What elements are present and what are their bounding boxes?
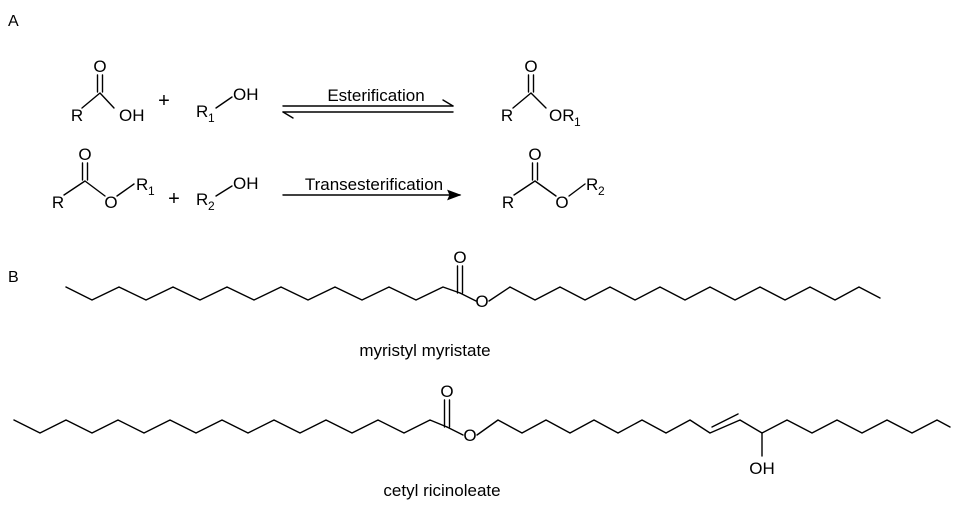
cetyl-hydroxyl-oh: OH	[749, 459, 775, 478]
alcohol2-r-sub: 2	[208, 199, 215, 213]
product2-r2: R	[586, 175, 598, 194]
product2-o-r2-bond	[568, 183, 586, 197]
cetyl-c-o-bond	[446, 426, 464, 436]
cetyl-acyl-chain	[13, 419, 448, 434]
ester2-backbone-bonds	[63, 180, 106, 197]
ester2-r: R	[52, 193, 64, 212]
alcohol2-oh: OH	[233, 174, 259, 193]
alcohol-r2: R 2 OH	[196, 174, 259, 213]
reverse-arrowhead	[282, 111, 294, 119]
esterification-label: Esterification	[327, 86, 424, 105]
panel-label-b: B	[8, 269, 19, 286]
myristyl-myristate: O O myristyl myristate	[65, 248, 881, 360]
ester-product-2: O R O R 2	[502, 145, 605, 212]
ester1-carbonyl-o: O	[524, 57, 537, 76]
forward-arrowhead	[442, 99, 454, 107]
transesterification-arrow: Transesterification	[282, 175, 462, 201]
ester-reactant-2: O R O R 1	[52, 145, 155, 212]
product2-carbonyl-o: O	[528, 145, 541, 164]
ester2-o-r1-bond	[116, 183, 135, 197]
product2-backbone-bonds	[513, 180, 557, 197]
alcohol1-r-sub: 1	[208, 111, 215, 125]
carboxylic-acid: O R OH	[71, 57, 145, 125]
alcohol2-bond	[215, 185, 233, 197]
plus-sign-1: +	[158, 90, 170, 112]
ester2-o: O	[104, 193, 117, 212]
acid-oh: OH	[119, 106, 145, 125]
myristyl-myristate-name: myristyl myristate	[359, 341, 490, 360]
acid-carbonyl-o: O	[93, 57, 106, 76]
alcohol1-bond	[215, 96, 233, 109]
cetyl-ricinoleate: O O OH cetyl ricinoleate	[13, 382, 951, 500]
ester1-or: OR	[549, 106, 575, 125]
myristyl-alkyl-chain	[488, 286, 881, 302]
alcohol-r1: R 1 OH	[196, 85, 259, 125]
ester2-r1: R	[136, 175, 148, 194]
cetyl-alkyl-chain	[476, 419, 951, 436]
plus-sign-2: +	[168, 188, 180, 210]
alcohol2-r: R	[196, 190, 208, 209]
alcohol1-oh: OH	[233, 85, 259, 104]
cetyl-ester-o: O	[463, 426, 476, 445]
ester2-r1-sub: 1	[148, 184, 155, 198]
product2-r2-sub: 2	[598, 184, 605, 198]
cetyl-carbonyl-o: O	[440, 382, 453, 401]
myristyl-ester-o: O	[475, 292, 488, 311]
myristyl-acyl-chain	[65, 286, 461, 301]
ester-product-1: O R OR 1	[501, 57, 581, 129]
transesterification-label: Transesterification	[305, 175, 443, 194]
ester2-carbonyl-o: O	[78, 145, 91, 164]
product2-r: R	[502, 193, 514, 212]
acid-r: R	[71, 106, 83, 125]
product2-o: O	[555, 193, 568, 212]
esterification-arrow: Esterification	[282, 86, 454, 119]
myristyl-carbonyl-o: O	[453, 248, 466, 267]
transesterification-arrowhead	[447, 189, 462, 201]
cetyl-double-bond	[711, 413, 739, 428]
alcohol1-r: R	[196, 102, 208, 121]
acid-backbone-bonds	[81, 92, 115, 109]
ester1-r: R	[501, 106, 513, 125]
myristyl-c-o-bond	[459, 292, 477, 302]
ester1-or-sub: 1	[574, 115, 581, 129]
cetyl-ricinoleate-name: cetyl ricinoleate	[383, 481, 500, 500]
ester1-backbone-bonds	[512, 92, 547, 109]
panel-label-a: A	[8, 13, 19, 30]
